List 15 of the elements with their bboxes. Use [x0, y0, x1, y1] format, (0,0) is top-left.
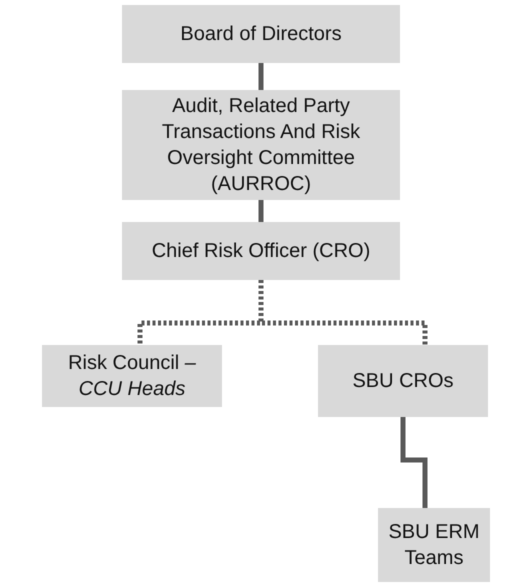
org-box — [122, 222, 400, 280]
org-box — [378, 508, 490, 582]
connector — [258, 200, 264, 222]
connector — [258, 63, 264, 90]
connector — [400, 417, 428, 508]
org-box — [318, 345, 488, 417]
box-label: Chief Risk Officer (CRO) — [152, 239, 370, 264]
box-label: Risk Council –CCU Heads — [67, 351, 197, 402]
box-label: SBU ERM Teams — [387, 520, 481, 571]
box-label: Board of Directors — [180, 22, 342, 47]
org-box — [42, 345, 222, 407]
box-label: SBU CROs — [352, 369, 454, 394]
box-label: Audit, Related Party Transactions And Risk Oversight Committee (AURROC) — [160, 94, 362, 197]
org-box — [122, 90, 400, 200]
org-box — [122, 5, 400, 63]
